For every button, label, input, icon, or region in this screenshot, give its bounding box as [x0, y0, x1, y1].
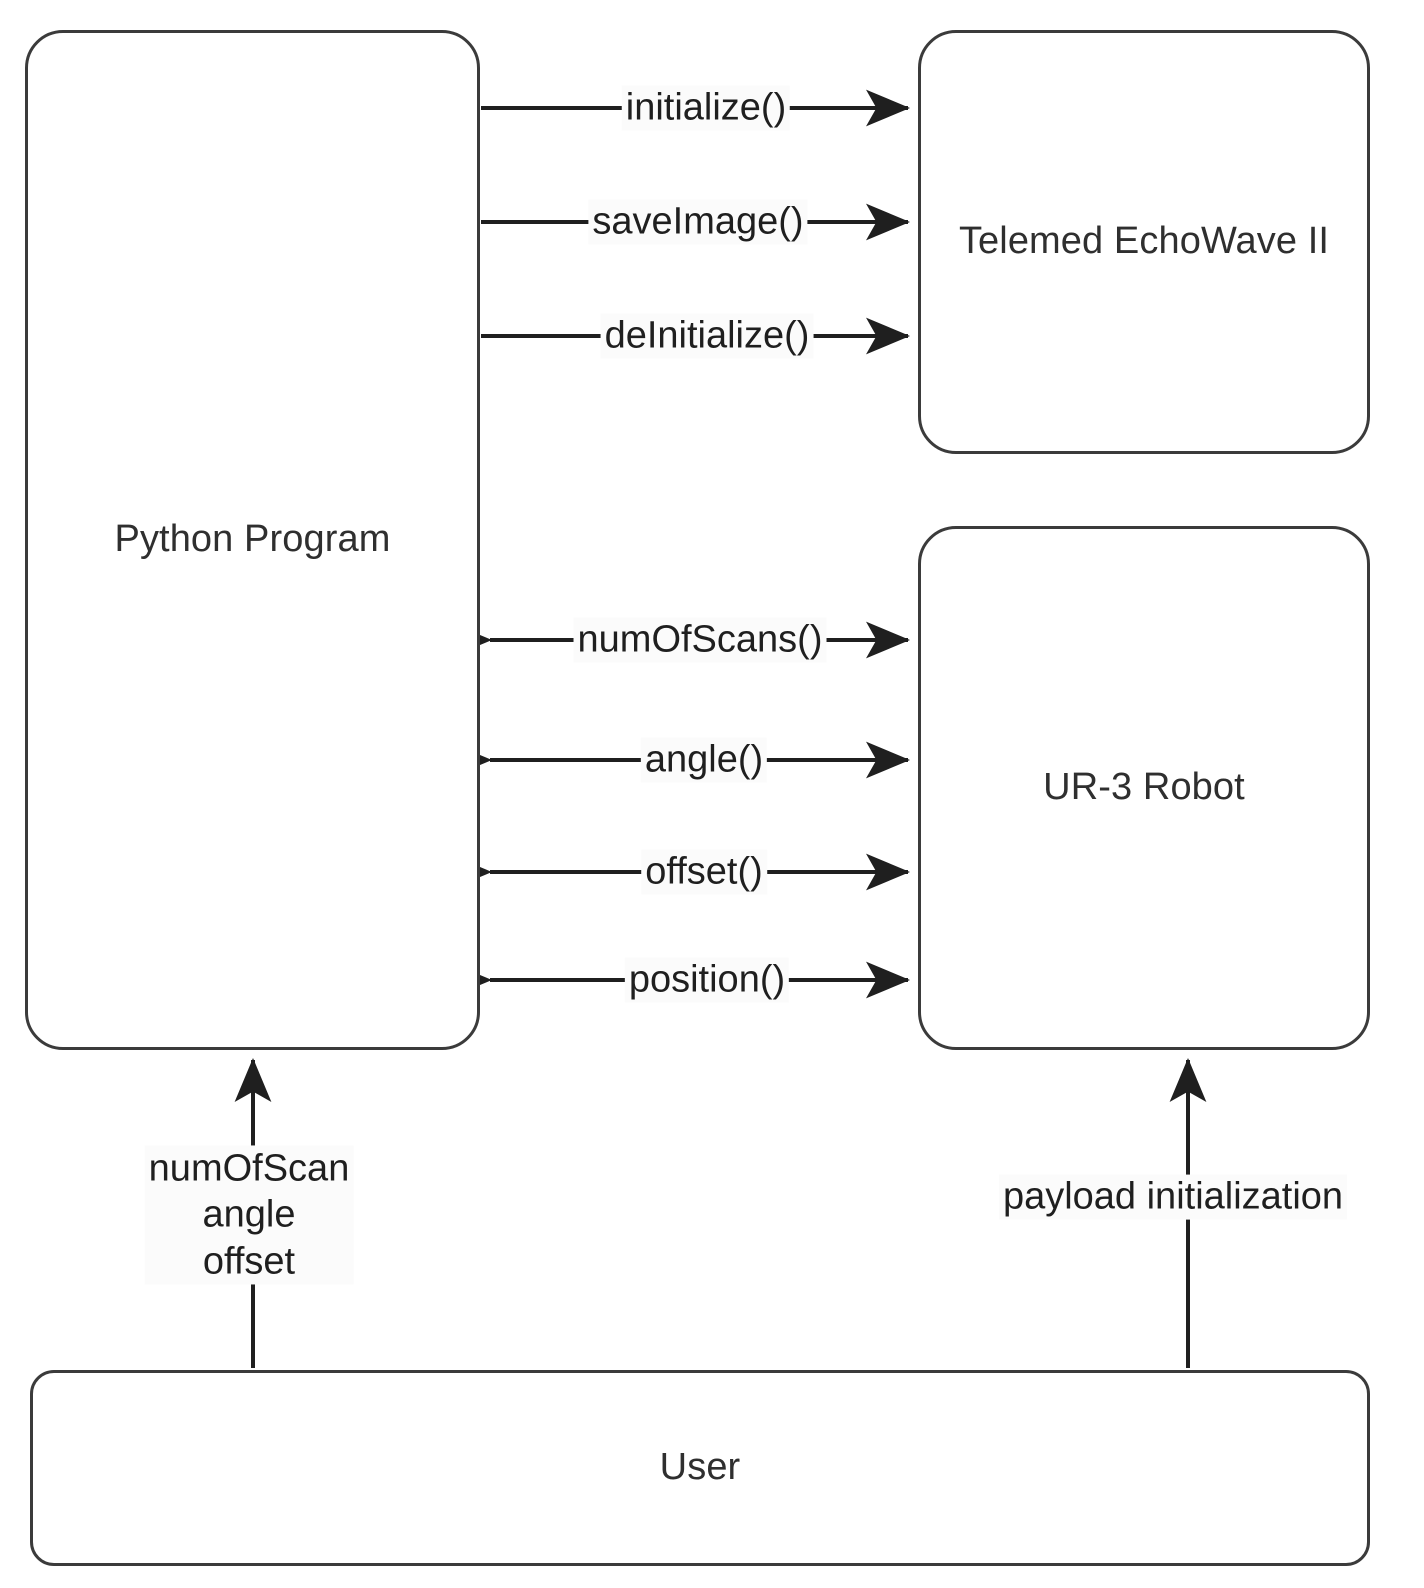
node-user-label: User: [659, 1446, 741, 1489]
edge-label-angle: angle(): [640, 737, 768, 783]
edge-label-deinitialize: deInitialize(): [600, 313, 814, 359]
edge-label-user-scan-params: numOfScan angle offset: [144, 1145, 354, 1285]
edge-label-payload-initialization: payload initialization: [998, 1174, 1348, 1220]
edge-label-position: position(): [624, 957, 790, 1003]
edge-label-numofscans: numOfScans(): [573, 617, 827, 663]
node-telemed-echowave-ii[interactable]: Telemed EchoWave II: [918, 30, 1370, 454]
node-ur3-robot-label: UR-3 Robot: [1043, 766, 1245, 809]
node-python-program[interactable]: Python Program: [25, 30, 480, 1050]
node-python-program-label: Python Program: [114, 518, 391, 561]
node-user[interactable]: User: [30, 1370, 1370, 1566]
edge-label-offset: offset(): [641, 849, 767, 895]
edge-label-saveimage: saveImage(): [588, 199, 808, 245]
node-telemed-echowave-ii-label: Telemed EchoWave II: [958, 220, 1330, 263]
node-ur3-robot[interactable]: UR-3 Robot: [918, 526, 1370, 1050]
edge-label-initialize: initialize(): [621, 85, 791, 131]
